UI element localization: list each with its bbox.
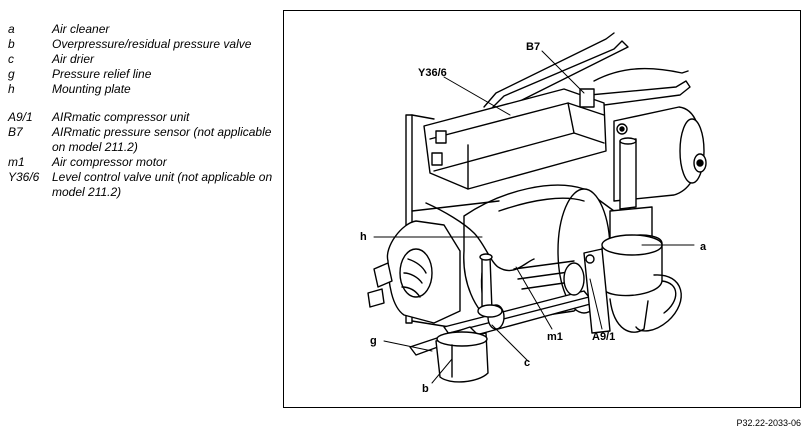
overpressure-valve	[435, 331, 489, 383]
legend-key: m1	[8, 155, 25, 169]
callout-g: g	[370, 335, 377, 347]
legend-key: g	[8, 67, 15, 81]
legend-text: Level control valve unit (not applicable…	[52, 170, 273, 199]
compressor-diagram: B7 Y36/6 h a g m1 A9/1 c b	[283, 10, 801, 408]
legend-key: B7	[8, 125, 23, 139]
legend-key: Y36/6	[8, 170, 40, 184]
legend-text: Air compressor motor	[52, 155, 167, 169]
legend-row-g: g Pressure relief line	[8, 67, 278, 82]
legend-row-h: h Mounting plate	[8, 82, 278, 97]
callout-y36-6: Y36/6	[418, 67, 447, 79]
callout-b7: B7	[526, 41, 541, 53]
legend-text: AIRmatic compressor unit	[52, 110, 190, 124]
legend-key: A9/1	[8, 110, 33, 124]
callout-b: b	[422, 383, 429, 395]
callout-h: h	[360, 231, 367, 243]
legend-text: Air cleaner	[52, 22, 110, 36]
valve-block	[423, 88, 607, 190]
legend-text: Overpressure/residual pressure valve	[52, 37, 252, 51]
compressor-illustration	[367, 32, 707, 384]
legend-key: a	[8, 22, 15, 36]
mounting-bolt	[477, 253, 503, 318]
legend-row-c: c Air drier	[8, 52, 278, 67]
air-cleaner	[601, 137, 682, 333]
legend-text: Mounting plate	[52, 82, 131, 96]
legend-key: h	[8, 82, 15, 96]
callout-a: a	[700, 241, 707, 253]
legend-text: Air drier	[52, 52, 95, 66]
legend-row-a9-1: A9/1 AIRmatic compressor unit	[8, 110, 278, 125]
compressor-head	[367, 220, 461, 324]
legend-text: Pressure relief line	[52, 67, 152, 81]
leader-lines	[373, 50, 695, 384]
callout-m1: m1	[547, 331, 563, 343]
legend-key: b	[8, 37, 15, 51]
legend: a Air cleaner b Overpressure/residual pr…	[8, 22, 278, 200]
callout-c: c	[524, 357, 531, 369]
legend-row-b7: B7 AIRmatic pressure sensor (not applica…	[8, 125, 278, 155]
legend-row-y36-6: Y36/6 Level control valve unit (not appl…	[8, 170, 278, 200]
legend-row-m1: m1 Air compressor motor	[8, 155, 278, 170]
figure-code: P32.22-2033-06	[736, 418, 801, 428]
legend-row-a: a Air cleaner	[8, 22, 278, 37]
legend-row-b: b Overpressure/residual pressure valve	[8, 37, 278, 52]
motor-bracket	[583, 248, 611, 334]
callout-a9-1: A9/1	[592, 331, 616, 343]
legend-key: c	[8, 52, 14, 66]
legend-text: AIRmatic pressure sensor (not applicable…	[52, 125, 272, 154]
legend-spacer	[8, 97, 278, 110]
